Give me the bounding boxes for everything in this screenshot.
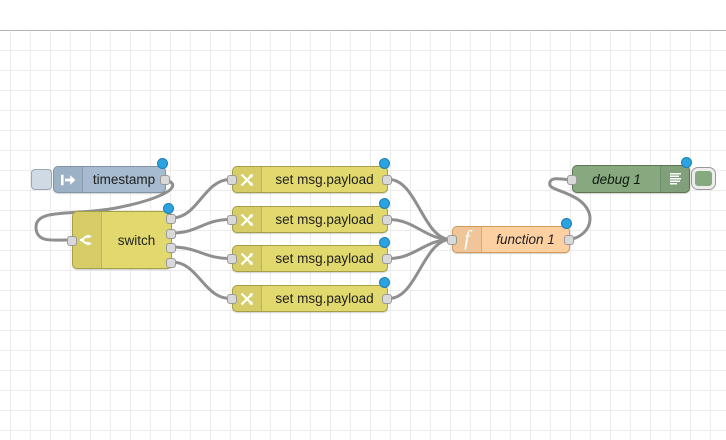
input-port[interactable] bbox=[227, 254, 237, 264]
output-port[interactable] bbox=[382, 294, 392, 304]
node-label: set msg.payload bbox=[275, 172, 374, 187]
node-changed-indicator bbox=[163, 203, 174, 214]
node-changed-indicator bbox=[561, 218, 572, 229]
node-change-2[interactable]: set msg.payload bbox=[227, 198, 392, 233]
output-port-4[interactable] bbox=[166, 258, 176, 268]
wire-function-to-debug[interactable] bbox=[548, 177, 592, 241]
node-changed-indicator bbox=[379, 277, 390, 288]
output-port-3[interactable] bbox=[166, 243, 176, 253]
function-icon-region: f bbox=[453, 227, 482, 252]
node-label: switch bbox=[117, 232, 156, 248]
change-icon-region bbox=[233, 207, 262, 232]
node-label: debug 1 bbox=[592, 171, 641, 187]
input-port[interactable] bbox=[67, 236, 77, 246]
node-debug[interactable]: debug 1 bbox=[567, 157, 716, 193]
output-port[interactable] bbox=[382, 254, 392, 264]
change-icon bbox=[240, 173, 253, 186]
node-switch[interactable]: switch bbox=[67, 203, 176, 269]
change-icon-region bbox=[233, 286, 262, 311]
wire-change4-to-function[interactable] bbox=[387, 238, 453, 300]
node-label: timestamp bbox=[92, 172, 156, 187]
inject-icon bbox=[61, 174, 76, 185]
node-change-4[interactable]: set msg.payload bbox=[227, 277, 392, 312]
debug-icon bbox=[669, 173, 681, 185]
node-label: function 1 bbox=[496, 232, 555, 247]
wire-switch4-to-change4[interactable] bbox=[170, 260, 232, 300]
node-function[interactable]: f function 1 bbox=[447, 218, 574, 253]
node-label: set msg.payload bbox=[275, 291, 374, 306]
change-icon bbox=[240, 213, 253, 226]
node-change-1[interactable]: set msg.payload bbox=[227, 158, 392, 193]
input-port[interactable] bbox=[227, 294, 237, 304]
input-port[interactable] bbox=[567, 175, 577, 185]
change-icon bbox=[240, 292, 253, 305]
debug-toggle-button[interactable] bbox=[691, 167, 716, 190]
node-changed-indicator bbox=[379, 237, 390, 248]
change-icon-region bbox=[233, 246, 262, 271]
wire-inject-to-switch[interactable] bbox=[34, 178, 175, 242]
wire-switch1-to-change1[interactable] bbox=[170, 178, 232, 220]
switch-icon-region bbox=[73, 212, 102, 268]
inject-icon-region bbox=[54, 167, 83, 192]
output-port[interactable] bbox=[382, 215, 392, 225]
switch-icon bbox=[79, 234, 92, 246]
node-changed-indicator bbox=[157, 158, 168, 169]
input-port[interactable] bbox=[227, 175, 237, 185]
node-inject-timestamp[interactable]: timestamp bbox=[53, 158, 170, 193]
input-port[interactable] bbox=[447, 235, 457, 245]
output-port[interactable] bbox=[160, 175, 170, 185]
node-label: set msg.payload bbox=[275, 212, 374, 227]
debug-icon-region bbox=[660, 166, 689, 192]
inject-trigger-button[interactable] bbox=[31, 169, 52, 190]
node-change-3[interactable]: set msg.payload bbox=[227, 237, 392, 272]
node-changed-indicator bbox=[379, 158, 390, 169]
node-changed-indicator bbox=[681, 157, 692, 168]
output-port-2[interactable] bbox=[166, 229, 176, 239]
output-port[interactable] bbox=[382, 175, 392, 185]
wire-switch3-to-change3[interactable] bbox=[170, 245, 232, 260]
workspace-outer-margin bbox=[0, 0, 726, 30]
input-port[interactable] bbox=[227, 215, 237, 225]
output-port-1[interactable] bbox=[166, 214, 176, 224]
wire-layer bbox=[34, 177, 592, 300]
wire-switch2-to-change2[interactable] bbox=[170, 218, 232, 235]
output-port[interactable] bbox=[564, 235, 574, 245]
change-icon bbox=[240, 252, 253, 265]
change-icon-region bbox=[233, 167, 262, 192]
node-label: set msg.payload bbox=[275, 251, 374, 266]
function-icon: f bbox=[464, 225, 470, 250]
node-changed-indicator bbox=[379, 198, 390, 209]
flow-workspace[interactable]: timestamp switch bbox=[0, 30, 726, 440]
